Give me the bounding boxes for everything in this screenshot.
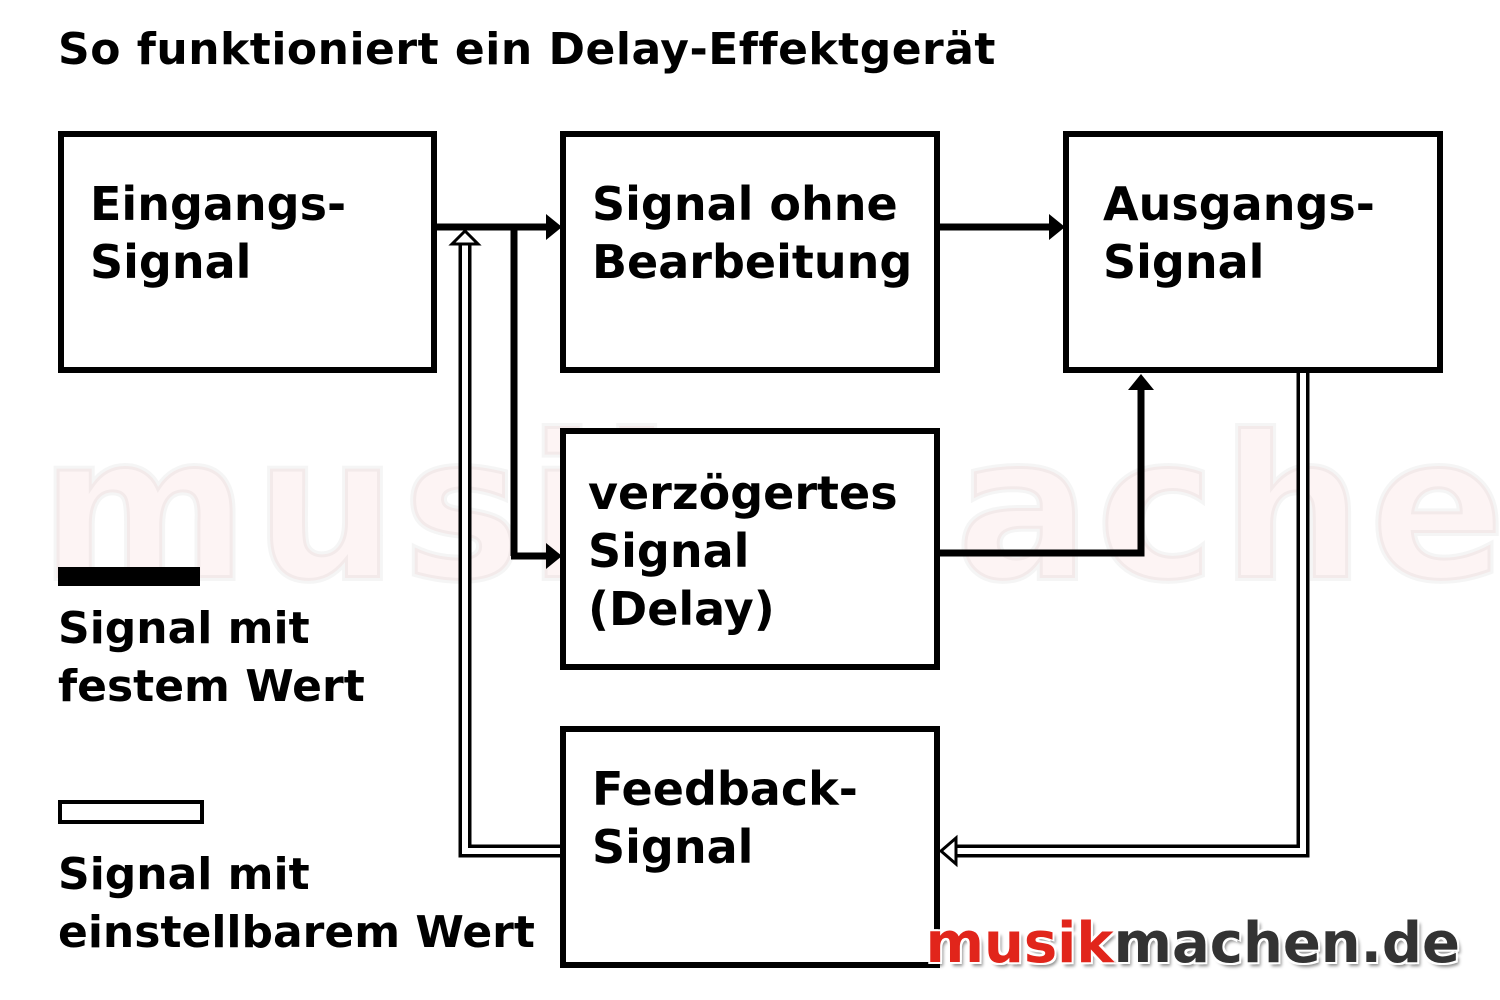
box-label: Signal: [90, 235, 252, 289]
arrowhead-dry: [546, 214, 562, 240]
diagram-title: So funktioniert ein Delay-Effektgerät: [58, 24, 996, 75]
legend-text-line: einstellbarem Wert: [58, 907, 535, 958]
legend-hollow-line: [58, 800, 204, 824]
box-label: Signal: [588, 524, 750, 578]
legend-solid-line: [58, 567, 200, 586]
input-signal-box: Eingangs- Signal: [58, 131, 437, 373]
feedback-signal-box: Feedback- Signal: [560, 726, 940, 968]
dry-signal-box: Signal ohne Bearbeitung: [560, 131, 940, 373]
legend-text-line: Signal mit: [58, 849, 310, 900]
legend-text-line: Signal mit: [58, 603, 310, 654]
arrowhead-input-junction: [448, 228, 482, 246]
box-label: Signal ohne: [592, 177, 898, 231]
delayed-signal-box: verzögertes Signal (Delay): [560, 428, 940, 670]
arrowhead-output-bottom: [1128, 374, 1154, 390]
box-label: Bearbeitung: [592, 235, 913, 289]
box-label: (Delay): [588, 582, 775, 636]
hollow-feedback-to-input-inner: [462, 245, 560, 854]
box-label: Feedback-: [592, 762, 858, 816]
arrow-delay-to-output: [940, 384, 1145, 557]
box-label: verzögertes: [588, 466, 898, 520]
arrowhead-feedback: [938, 834, 958, 868]
brand-logo: musikmachen.de: [926, 911, 1460, 976]
hollow-output-to-feedback-outer: [950, 373, 1310, 858]
box-label: Eingangs-: [90, 177, 347, 231]
arrowhead-output: [1049, 214, 1065, 240]
box-label: Ausgangs-: [1103, 177, 1375, 231]
legend-adjustable-label: Signal mit einstellbarem Wert: [58, 846, 535, 962]
legend-text-line: festem Wert: [58, 661, 365, 712]
logo-part-red: musik: [925, 911, 1114, 976]
box-label: Signal: [1103, 235, 1265, 289]
hollow-output-to-feedback-inner: [950, 373, 1306, 854]
legend-fixed-label: Signal mit festem Wert: [58, 600, 365, 716]
output-signal-box: Ausgangs- Signal: [1063, 131, 1443, 373]
box-label: Signal: [592, 820, 754, 874]
logo-part-dark: machen.de: [1113, 911, 1460, 976]
arrowhead-delay: [546, 543, 562, 569]
